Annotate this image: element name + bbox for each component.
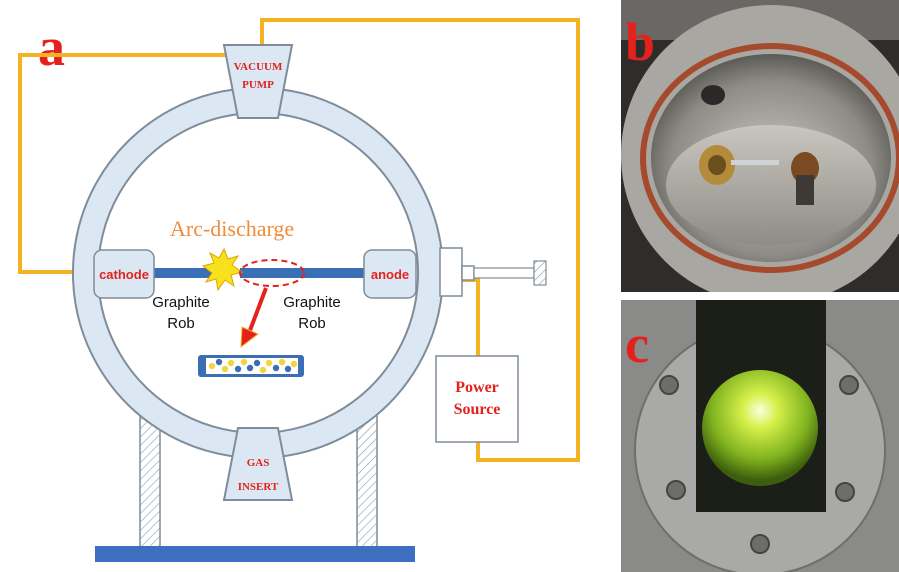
gas-insert-label-1: GAS [247, 457, 270, 469]
panel-letter-a: a [38, 17, 65, 77]
gas-insert [222, 427, 294, 501]
gas-insert-label-2: INSERT [238, 481, 279, 493]
graphite-left-label-1: Graphite [152, 294, 210, 311]
cathode-block [93, 249, 155, 299]
anode-feedthrough [439, 247, 547, 297]
graphite-left-label-2: Rob [167, 315, 195, 332]
anode-label: anode [371, 267, 409, 282]
arc-discharge-label: Arc-discharge [170, 216, 294, 241]
vacuum-pump-label-1: VACUUM [234, 61, 283, 73]
panel-letter-c: c [625, 314, 649, 374]
power-source-box [435, 355, 519, 443]
photo-b-drawing: b [621, 0, 899, 292]
starburst-icon [201, 247, 244, 292]
anode-block [363, 249, 417, 299]
power-source-label-1: Power [455, 379, 499, 396]
graphite-right-label-2: Rob [298, 315, 326, 332]
photo-chamber-interior: b [621, 0, 899, 292]
graphite-rod-left [150, 268, 225, 278]
base-plate [95, 546, 415, 562]
nanotube-cross-section [198, 355, 304, 377]
vacuum-pump-label-2: PUMP [242, 79, 274, 91]
arc-discharge-diagram: a VACUUM PUMP GAS INSERT cathode anode A… [18, 17, 580, 562]
cathode-label: cathode [99, 267, 149, 282]
panel-letter-b: b [625, 12, 655, 72]
power-source-label-2: Source [454, 401, 501, 418]
photo-c-drawing: c [621, 300, 899, 572]
vacuum-pump [222, 44, 294, 119]
photo-viewport-glow: c [621, 300, 899, 572]
chamber-stand [95, 409, 415, 562]
graphite-right-label-1: Graphite [283, 294, 341, 311]
red-arrow-icon [240, 287, 268, 349]
deposit-region [239, 259, 305, 287]
